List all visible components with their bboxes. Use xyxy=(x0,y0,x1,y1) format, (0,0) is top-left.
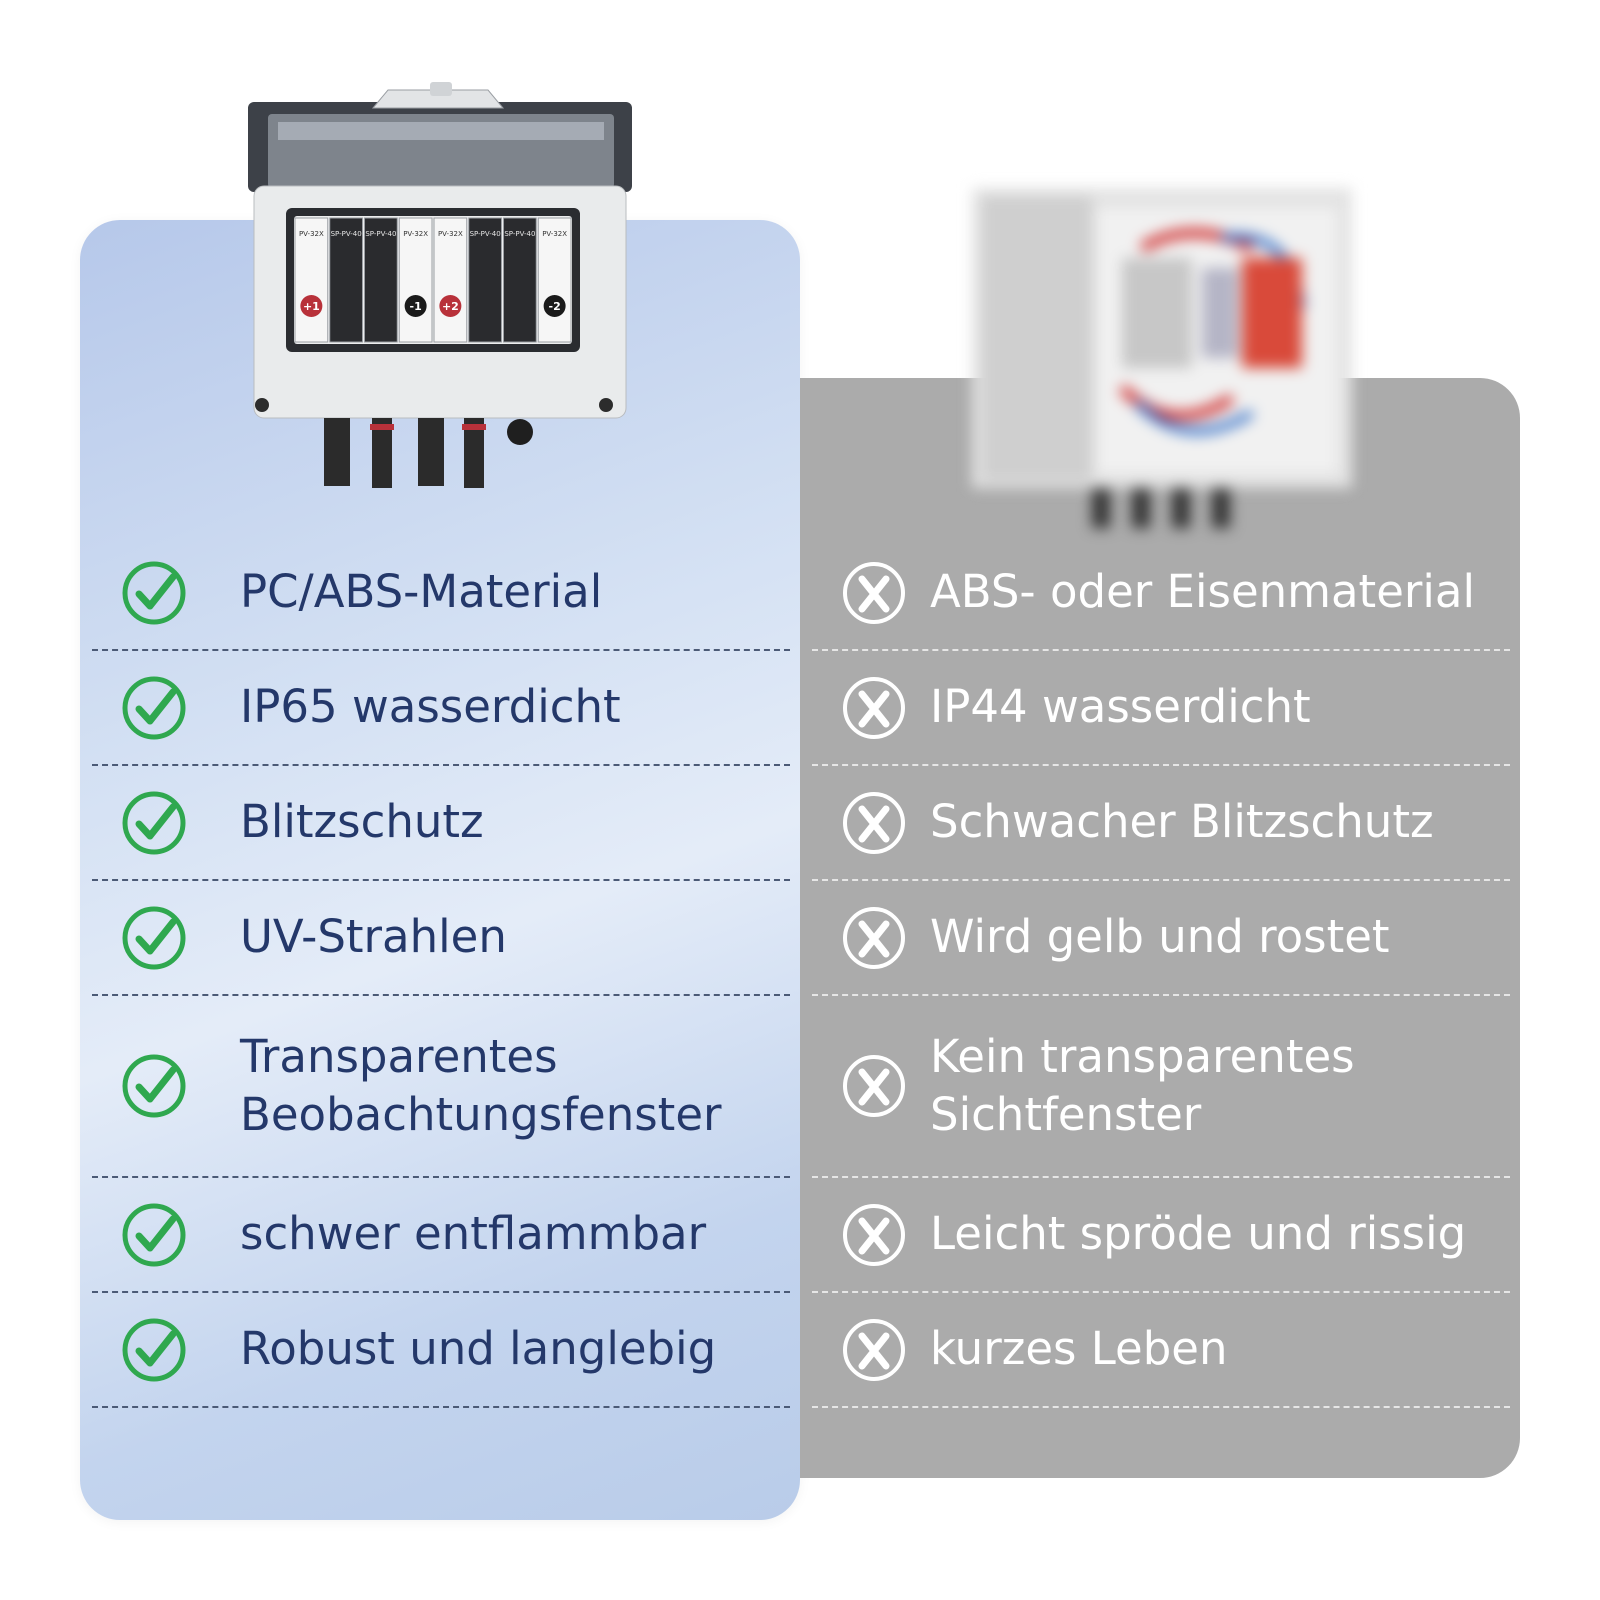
breaker-module xyxy=(503,217,537,343)
breaker-module xyxy=(468,217,502,343)
good-feature-row: UV-Strahlen xyxy=(92,881,790,996)
module-label: SP-PV-40 xyxy=(470,230,501,238)
bad-feature-label: Kein transparentes Sichtfenster xyxy=(930,1029,1355,1142)
good-feature-row: IP65 wasserdicht xyxy=(92,651,790,766)
x-circle-icon xyxy=(843,1055,905,1117)
bad-feature-row: Kein transparentes Sichtfenster xyxy=(812,996,1510,1178)
x-circle-icon xyxy=(843,561,905,624)
polarity-badge-label: -2 xyxy=(549,300,561,313)
breaker-module xyxy=(537,217,572,343)
bad-feature-row: Leicht spröde und rissig xyxy=(812,1178,1510,1293)
good-feature-label: Robust und langlebig xyxy=(240,1322,717,1376)
good-feature-label: UV-Strahlen xyxy=(240,910,507,964)
polarity-badge xyxy=(300,295,323,317)
check-circle-icon xyxy=(122,906,186,969)
polarity-badge xyxy=(543,295,566,317)
good-feature-row: Transparentes Beobachtungsfenster xyxy=(92,996,790,1178)
competitor-box-image xyxy=(972,188,1352,528)
module-label: PV-32X xyxy=(542,230,567,238)
polarity-badge xyxy=(439,295,462,317)
bad-feature-row: Schwacher Blitzschutz xyxy=(812,766,1510,881)
bad-feature-row: Wird gelb und rostet xyxy=(812,881,1510,996)
bad-feature-label: Schwacher Blitzschutz xyxy=(930,795,1434,849)
x-circle-icon xyxy=(843,1318,905,1381)
x-circle-icon xyxy=(843,906,905,969)
bad-feature-row: IP44 wasserdicht xyxy=(812,651,1510,766)
x-circle-icon xyxy=(843,1203,905,1266)
check-circle-icon xyxy=(122,1054,186,1118)
good-feature-label: Blitzschutz xyxy=(240,795,484,849)
breaker-module xyxy=(364,217,398,343)
breaker-module xyxy=(398,217,433,343)
breaker-module xyxy=(433,217,468,343)
bad-feature-label: kurzes Leben xyxy=(930,1322,1228,1376)
bad-panel xyxy=(800,378,1520,1478)
bad-feature-label: Wird gelb und rostet xyxy=(930,910,1390,964)
polarity-badge-label: +2 xyxy=(442,300,459,313)
module-label: PV-32X xyxy=(299,230,324,238)
good-feature-row: Robust und langlebig xyxy=(92,1293,790,1408)
check-circle-icon xyxy=(122,676,186,739)
good-feature-label: Transparentes Beobachtungsfenster xyxy=(240,1029,722,1142)
module-label: SP-PV-40 xyxy=(331,230,362,238)
good-feature-label: IP65 wasserdicht xyxy=(240,680,621,734)
good-feature-row: Blitzschutz xyxy=(92,766,790,881)
x-circle-icon xyxy=(843,676,905,739)
polarity-badge-label: -1 xyxy=(410,300,422,313)
bad-feature-label: IP44 wasserdicht xyxy=(930,680,1311,734)
good-feature-label: schwer entflammbar xyxy=(240,1207,707,1261)
check-circle-icon xyxy=(122,1203,186,1266)
module-label: PV-32X xyxy=(438,230,463,238)
bad-feature-label: ABS- oder Eisenmaterial xyxy=(930,565,1475,619)
good-feature-label: PC/ABS-Material xyxy=(240,565,603,619)
bad-feature-label: Leicht spröde und rissig xyxy=(930,1207,1467,1261)
bad-feature-row: kurzes Leben xyxy=(812,1293,1510,1408)
check-circle-icon xyxy=(122,561,186,624)
breaker-module xyxy=(294,217,329,343)
module-label: SP-PV-40 xyxy=(365,230,396,238)
module-label: SP-PV-40 xyxy=(504,230,535,238)
breaker-module xyxy=(329,217,363,343)
polarity-badge-label: +1 xyxy=(303,300,320,313)
module-label: PV-32X xyxy=(403,230,428,238)
good-feature-row: PC/ABS-Material xyxy=(92,536,790,651)
x-circle-icon xyxy=(843,791,905,854)
good-feature-row: schwer entflammbar xyxy=(92,1178,790,1293)
check-circle-icon xyxy=(122,791,186,854)
check-circle-icon xyxy=(122,1318,186,1381)
bad-feature-row: ABS- oder Eisenmaterial xyxy=(812,536,1510,651)
polarity-badge xyxy=(404,295,427,317)
